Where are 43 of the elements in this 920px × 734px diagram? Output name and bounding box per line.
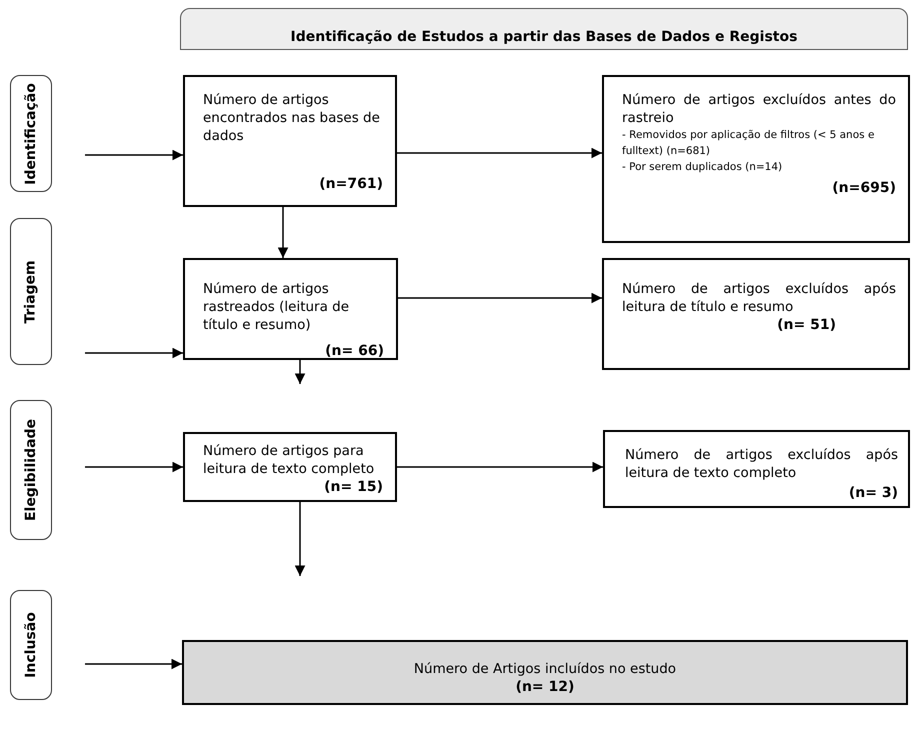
process-box — [602, 75, 910, 243]
arrow — [397, 148, 602, 158]
box-text: Número de artigos excluídos após leitura de título e resumo — [622, 280, 896, 316]
arrow — [85, 150, 183, 160]
section-header — [180, 8, 908, 50]
phase-label — [10, 590, 52, 700]
detail-text: - Por serem duplicados (n=14) — [622, 160, 784, 175]
count-text: (n= 66) — [325, 342, 384, 360]
process-box — [182, 640, 908, 705]
count-text: (n= 51) — [777, 316, 836, 334]
count-text: (n= 3) — [848, 484, 898, 502]
arrow — [294, 502, 306, 576]
box-text: Número de artigos excluídos após leitura de texto completo — [625, 446, 898, 482]
box-text: Número de Artigos incluídos no estudo — [414, 660, 676, 678]
process-box — [183, 432, 397, 502]
process-box — [183, 258, 398, 360]
arrow — [85, 658, 182, 670]
arrow — [85, 348, 183, 358]
phase-label — [10, 218, 52, 365]
count-text: (n= 12) — [516, 678, 574, 696]
process-box — [603, 430, 910, 508]
header-text: Identificação de Estudos a partir das Bases de Dados e Registos — [290, 29, 798, 45]
process-box — [183, 75, 397, 207]
phase-label — [10, 75, 52, 192]
arrow — [398, 292, 602, 304]
phase-text: Triagem — [23, 260, 39, 324]
arrow — [397, 462, 603, 472]
box-text: Número de artigos excluídos antes do rastreio — [622, 91, 896, 127]
phase-label — [10, 400, 52, 540]
phase-text: Inclusão — [23, 612, 39, 678]
phase-text: Elegibilidade — [23, 418, 39, 522]
detail-text: - Removidos por aplicação de filtros (< 5 anos e fulltext) (n=681) — [622, 128, 876, 159]
box-text: Número de artigos para leitura de texto completo — [203, 442, 376, 478]
box-text: Número de artigos rastreados (leitura de título e resumo) — [203, 280, 350, 334]
count-text: (n= 15) — [324, 478, 383, 496]
box-text: Número de artigos encontrados nas bases de dados — [203, 91, 381, 145]
phase-text: Identificação — [23, 82, 39, 184]
count-text: (n=695) — [832, 179, 896, 197]
arrow — [294, 360, 306, 384]
arrow — [85, 462, 183, 472]
count-text: (n=761) — [319, 175, 383, 193]
process-box — [602, 258, 910, 370]
arrow — [278, 207, 288, 258]
